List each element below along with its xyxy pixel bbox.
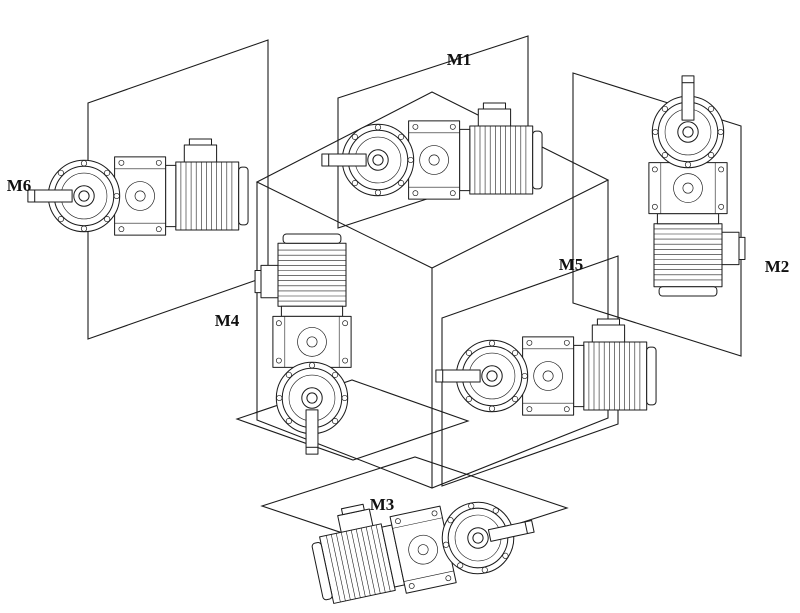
label-m5: M5 [558, 255, 584, 274]
label-m3: M3 [369, 495, 395, 514]
gearmotor-m1-illustration [321, 102, 543, 200]
gearmotor-m6-illustration [27, 138, 249, 236]
label-m6: M6 [6, 176, 32, 195]
mounting-plane-m4 [235, 379, 470, 461]
gearmotor-m3-illustration [305, 470, 542, 611]
gearmotor-m2-illustration [648, 75, 746, 297]
label-m4: M4 [214, 311, 240, 330]
label-m2: M2 [764, 257, 790, 276]
gearmotor-m4-illustration [254, 233, 352, 455]
gearmotor-m5-illustration [435, 318, 657, 416]
label-m1: M1 [446, 50, 472, 69]
